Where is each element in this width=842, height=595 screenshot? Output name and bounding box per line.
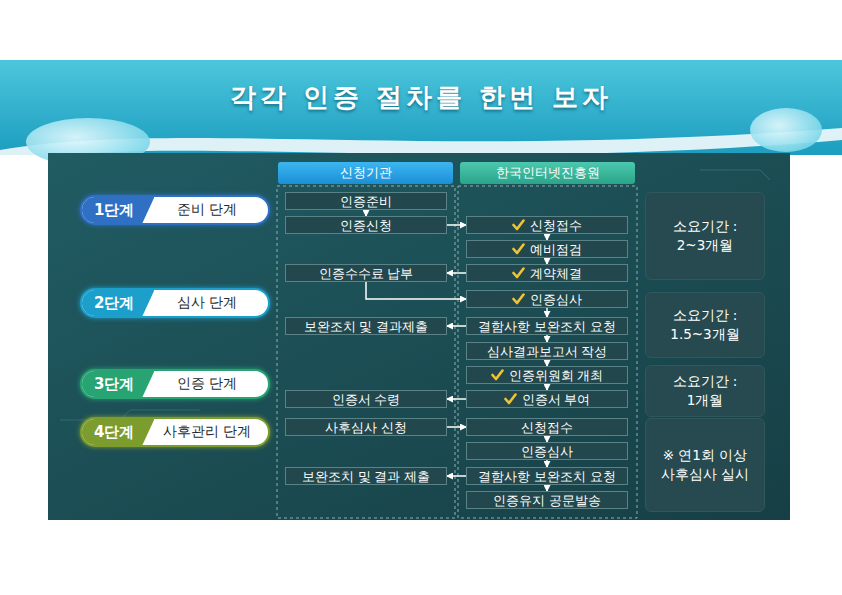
column-header: 신청기관 bbox=[278, 162, 453, 184]
label-text: ※ 연1회 이상 사후심사 실시 bbox=[656, 446, 754, 484]
process-box: 심사결과보고서 작성 bbox=[466, 342, 628, 360]
check-icon bbox=[512, 219, 525, 231]
stage-label: 사후관리 단계 bbox=[154, 419, 268, 445]
label-text: 심사결과보고서 작성 bbox=[487, 344, 608, 359]
flow-arrow bbox=[546, 308, 548, 317]
title: 각각 인증 절차를 한번 보자 bbox=[0, 80, 842, 115]
label-text: 결함사항 보완조치 요청 bbox=[478, 469, 616, 484]
label-text: 결함사항 보완조치 요청 bbox=[478, 319, 616, 334]
check-icon bbox=[491, 369, 504, 381]
label-text: 인증준비 bbox=[340, 194, 392, 209]
process-box: 인증유지 공문발송 bbox=[466, 491, 628, 509]
label-text: 인증위원회 개최 bbox=[509, 368, 604, 383]
label-text: 인증심사 bbox=[530, 292, 582, 307]
flow-arrow bbox=[447, 398, 466, 400]
label-text: 신청기관 bbox=[340, 164, 392, 182]
process-box: 인증심사 bbox=[466, 442, 628, 460]
flow-arrow bbox=[447, 426, 466, 428]
label-text: 인증서 부여 bbox=[522, 392, 591, 407]
stage-number: 3단계 bbox=[82, 371, 154, 397]
column-frame bbox=[277, 186, 455, 518]
label-text: 인증심사 bbox=[521, 444, 573, 459]
flow-arrow bbox=[546, 335, 548, 342]
duration-box: 소요기간 : 1.5~3개월 bbox=[645, 292, 765, 358]
check-icon bbox=[512, 293, 525, 305]
check-icon bbox=[504, 393, 517, 405]
process-box: 인증서 부여 bbox=[466, 390, 628, 408]
process-box: 사후심사 신청 bbox=[285, 418, 447, 436]
process-box: 인증준비 bbox=[285, 192, 447, 210]
stage-pill: 4단계사후관리 단계 bbox=[80, 417, 270, 447]
process-box: 보완조치 및 결과제출 bbox=[285, 317, 447, 335]
label-text: 소요기간 : 2~3개월 bbox=[656, 217, 754, 255]
circuit-line bbox=[60, 170, 770, 420]
process-box: 보완조치 및 결과 제출 bbox=[285, 467, 447, 485]
check-icon bbox=[512, 243, 525, 255]
label-text: 보완조치 및 결과제출 bbox=[304, 319, 429, 334]
process-box: 인증수수료 납부 bbox=[285, 264, 447, 282]
label-text: 사후심사 신청 bbox=[325, 420, 407, 435]
label-text: 소요기간 : 1개월 bbox=[656, 372, 754, 410]
stage-pill: 2단계심사 단계 bbox=[80, 288, 270, 318]
stage-number: 4단계 bbox=[82, 419, 154, 445]
label-text: 신청접수 bbox=[521, 420, 573, 435]
duration-box: 소요기간 : 2~3개월 bbox=[645, 192, 765, 280]
flow-arrow bbox=[447, 224, 466, 226]
stage-label: 인증 단계 bbox=[154, 371, 268, 397]
flow-arrow bbox=[546, 460, 548, 467]
label-text: 계약체결 bbox=[530, 266, 582, 281]
stage-number: 2단계 bbox=[82, 290, 154, 316]
label-text: 소요기간 : 1.5~3개월 bbox=[656, 306, 754, 344]
process-box: 결함사항 보완조치 요청 bbox=[466, 467, 628, 485]
panel bbox=[48, 153, 790, 520]
label-text: 보완조치 및 결과 제출 bbox=[302, 469, 431, 484]
process-box: 예비점검 bbox=[466, 240, 628, 258]
flow-arrow bbox=[366, 282, 466, 299]
process-box: 인증서 수령 bbox=[285, 390, 447, 408]
bubble bbox=[750, 108, 822, 152]
label-text: 한국인터넷진흥원 bbox=[496, 164, 600, 182]
flow-arrow bbox=[447, 272, 466, 274]
label-text: 인증수수료 납부 bbox=[319, 266, 414, 281]
process-box: 계약체결 bbox=[466, 264, 628, 282]
stage-pill: 3단계인증 단계 bbox=[80, 369, 270, 399]
column-header: 한국인터넷진흥원 bbox=[460, 162, 635, 184]
flow-arrow bbox=[447, 325, 466, 327]
process-box: 인증신청 bbox=[285, 216, 447, 234]
stage-number: 1단계 bbox=[82, 197, 154, 223]
stage-label: 준비 단계 bbox=[154, 197, 268, 223]
duration-box: 소요기간 : 1개월 bbox=[645, 365, 765, 417]
stage-pill: 1단계준비 단계 bbox=[80, 195, 270, 225]
process-box: 인증심사 bbox=[466, 290, 628, 308]
duration-box: ※ 연1회 이상 사후심사 실시 bbox=[645, 418, 765, 512]
stage-label: 심사 단계 bbox=[154, 290, 268, 316]
label-text: 인증서 수령 bbox=[332, 392, 401, 407]
process-box: 결함사항 보완조치 요청 bbox=[466, 317, 628, 335]
label-text: 예비점검 bbox=[530, 242, 582, 257]
check-icon bbox=[512, 267, 525, 279]
column-frame bbox=[458, 186, 637, 518]
process-box: 신청접수 bbox=[466, 216, 628, 234]
label-text: 인증유지 공문발송 bbox=[493, 493, 601, 508]
process-box: 인증위원회 개최 bbox=[466, 366, 628, 384]
label-text: 인증신청 bbox=[340, 218, 392, 233]
label-text: 신청접수 bbox=[530, 218, 582, 233]
flow-arrow bbox=[447, 475, 466, 477]
process-box: 신청접수 bbox=[466, 418, 628, 436]
